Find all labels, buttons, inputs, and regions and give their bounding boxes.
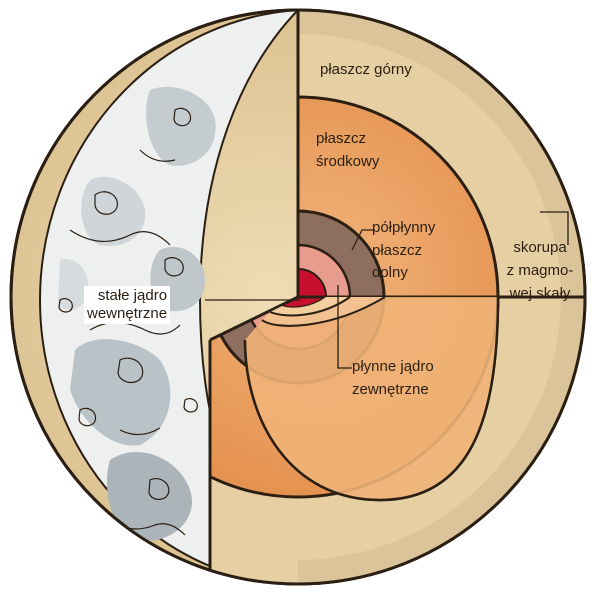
label-outer-core-2: zewnętrzne (352, 381, 429, 398)
surface-ridge (139, 149, 176, 162)
maria-patch (146, 86, 216, 166)
label-lower-mantle-3: dolny (372, 264, 408, 281)
leader-crust (540, 211, 569, 245)
crater-outline (173, 107, 192, 127)
crater-outline (58, 297, 73, 313)
leader-outer-core (337, 285, 352, 369)
label-middle-mantle-2: środkowy (316, 153, 380, 170)
label-crust-1: skorupa (513, 239, 567, 256)
leader-lower-mantle (351, 229, 375, 251)
label-upper-mantle: płaszcz górny (320, 61, 412, 78)
cut-line-front (209, 295, 299, 342)
label-inner-core-2: wewnętrzne (87, 305, 168, 322)
label-inner-core-1: stałe jądro (97, 287, 168, 304)
surface-ridge (69, 229, 171, 246)
label-lower-mantle-2: płaszcz (372, 242, 422, 259)
crater-outline (148, 478, 170, 500)
label-middle-mantle-1: płaszcz (316, 130, 366, 147)
crater-outline (183, 397, 198, 413)
front-face-middle-mantle (245, 297, 498, 500)
label-crust-3: wej skały (509, 285, 571, 302)
crater-outline (117, 357, 144, 383)
surface-ridge (119, 427, 161, 436)
crater-outline (78, 407, 97, 427)
label-inner-core: stałe jądro wewnętrzne (84, 286, 171, 324)
label-crust-2: z magmo- (507, 262, 574, 279)
label-outer-core-1: płynne jądro (352, 358, 434, 375)
maria-patch (58, 259, 89, 310)
crater-outline (164, 257, 184, 277)
cutaway-interior (208, 10, 585, 584)
label-lower-mantle-1: półpłynny (372, 219, 436, 236)
maria-patch (106, 451, 192, 541)
crater-outline (94, 191, 118, 215)
